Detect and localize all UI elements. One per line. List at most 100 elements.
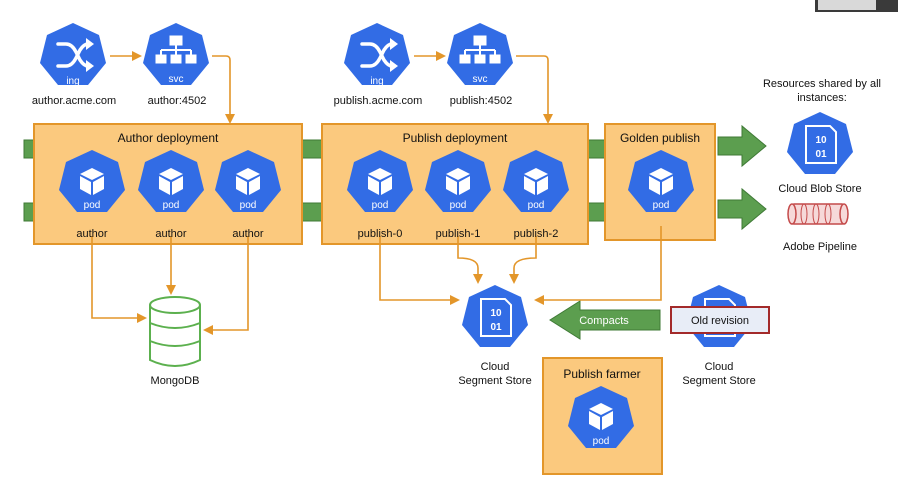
author-service-node: svc author:4502 (143, 23, 209, 107)
link-author3-mongo (203, 236, 249, 335)
link-golden-store (534, 226, 662, 305)
shuffle-icon (360, 42, 394, 68)
publish-ingress-node: ing publish.acme.com (334, 23, 423, 107)
pipeline-node: Adobe Pipeline (783, 203, 857, 253)
cube-icon (159, 168, 183, 195)
old-segment-store-caption-1: Cloud (705, 361, 734, 373)
author-ingress-hex (40, 23, 106, 85)
publish-farmer-box (542, 357, 663, 475)
pod-caption: publish-1 (436, 228, 481, 240)
publish-ingress-label: ing (370, 76, 383, 87)
publish-pod-0: pod publish-0 (347, 150, 413, 240)
svg-text:10: 10 (815, 135, 827, 146)
pod-hex (425, 150, 491, 212)
link-publish0-store (379, 236, 460, 305)
pod-hex (215, 150, 281, 212)
golden-publish-title: Golden publish (620, 131, 700, 145)
pod-caption: publish-0 (358, 228, 403, 240)
publish-service-node: svc publish:4502 (447, 23, 513, 107)
cube-icon (649, 168, 673, 195)
pod-label: pod (653, 200, 670, 211)
pod-caption: publish-2 (514, 228, 559, 240)
publish-service-caption: publish:4502 (450, 95, 512, 107)
pod-label: pod (163, 200, 180, 211)
pod-caption: author (76, 228, 108, 240)
pipeline-icon (787, 203, 849, 225)
pod-label: pod (240, 200, 257, 211)
pod-hex (568, 386, 634, 448)
publish-pod-2: pod publish-2 (503, 150, 569, 240)
compacts-arrow (549, 300, 661, 340)
shared-heading-2: instances: (797, 92, 847, 104)
corner-artifact-inner (818, 0, 876, 10)
svg-text:01: 01 (815, 149, 827, 160)
database-icon (149, 296, 201, 367)
link-publish-svc-deploy (516, 55, 553, 124)
pod-hex (628, 150, 694, 212)
mongodb-caption: MongoDB (151, 375, 200, 387)
shared-heading-1: Resources shared by all (763, 78, 881, 90)
pod-label: pod (372, 200, 389, 211)
publish-ingress-hex (344, 23, 410, 85)
cube-icon (589, 403, 613, 430)
cube-icon (368, 168, 392, 195)
author-pod-3: pod author (215, 150, 281, 240)
blob-store-node: 10 01 Cloud Blob Store (778, 112, 862, 195)
mongodb-node: MongoDB (149, 296, 201, 387)
segment-store-caption-2: Segment Store (458, 375, 531, 387)
golden-publish-pod: pod (628, 150, 694, 212)
pipeline-caption: Adobe Pipeline (783, 241, 857, 253)
svg-text:10: 10 (490, 308, 502, 319)
green-arrow-to-pipeline (717, 187, 767, 231)
publish-farmer-title: Publish farmer (563, 367, 640, 381)
author-ingress-caption: author.acme.com (32, 95, 116, 107)
blob-store-caption: Cloud Blob Store (778, 183, 861, 195)
link-author1-mongo (91, 236, 147, 323)
author-service-caption: author:4502 (148, 95, 207, 107)
binary-file-icon: 10 01 (480, 298, 512, 337)
publish-deployment-title: Publish deployment (403, 131, 508, 145)
old-revision-badge (670, 306, 770, 334)
compacts-label: Compacts (579, 315, 629, 327)
network-tree-icon (155, 35, 197, 64)
link-publish2-store (509, 236, 537, 284)
pod-hex (59, 150, 125, 212)
cube-icon (524, 168, 548, 195)
segment-store-node: 10 01 Cloud Segment Store (458, 285, 532, 387)
old-segment-store-caption-2: Segment Store (682, 375, 755, 387)
pod-label: pod (450, 200, 467, 211)
svg-text:01: 01 (490, 322, 502, 333)
pod-caption: author (232, 228, 264, 240)
pod-caption: author (155, 228, 187, 240)
author-service-label: svc (169, 74, 184, 85)
publish-ingress-caption: publish.acme.com (334, 95, 423, 107)
cube-icon (236, 168, 260, 195)
publish-service-label: svc (473, 74, 488, 85)
old-revision-text: Old revision (691, 315, 749, 327)
pod-label: pod (84, 200, 101, 211)
binary-file-icon: 10 01 (805, 125, 837, 164)
author-pod-2: pod author (138, 150, 204, 240)
author-pod-1: pod author (59, 150, 125, 240)
author-ingress-node: ing author.acme.com (32, 23, 116, 107)
segment-store-caption-1: Cloud (481, 361, 510, 373)
green-arrow-to-blob (717, 124, 767, 168)
cube-icon (446, 168, 470, 195)
publish-pod-1: pod publish-1 (425, 150, 491, 240)
publish-farmer-pod: pod (568, 386, 634, 448)
link-author-svc-deploy (212, 55, 235, 124)
cube-icon (80, 168, 104, 195)
pod-hex (503, 150, 569, 212)
shuffle-icon (56, 42, 90, 68)
author-ingress-label: ing (66, 76, 79, 87)
author-deployment-title: Author deployment (118, 131, 219, 145)
pod-label: pod (528, 200, 545, 211)
pod-label: pod (593, 436, 610, 447)
old-segment-store-node: 10 01 Old revision Cloud Segment Store (670, 285, 770, 387)
network-tree-icon (459, 35, 501, 64)
pod-hex (138, 150, 204, 212)
link-publish1-store (457, 236, 483, 284)
pod-hex (347, 150, 413, 212)
